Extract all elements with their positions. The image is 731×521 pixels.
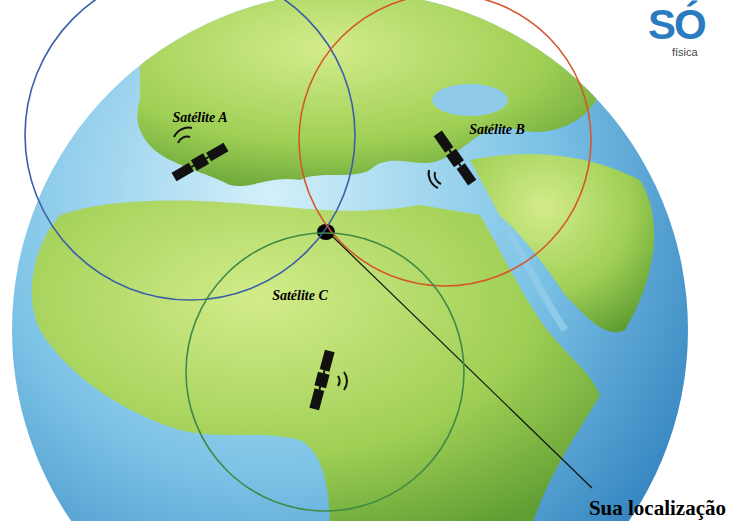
satellite-name: Satélite C [272, 288, 328, 304]
signal-waves [429, 170, 441, 188]
leader-line [330, 234, 592, 488]
red-sea [505, 225, 565, 330]
range-circle [25, 0, 355, 300]
satellite-range-circle: Satélite B [298, 0, 592, 287]
range-outline [24, 0, 356, 301]
range-circle [186, 233, 464, 511]
africa [32, 201, 600, 521]
signal-waves [174, 128, 192, 143]
satellite-icon [308, 349, 335, 410]
range-outline [185, 232, 465, 512]
satellite-name: Satélite A [172, 110, 227, 126]
satellite-range-circle: Satélite A [24, 0, 356, 301]
signal-waves [338, 372, 347, 390]
black-sea [432, 84, 508, 116]
satellite-range-circle: Satélite C [185, 232, 465, 512]
satellite-name: Satélite B [469, 122, 525, 138]
range-outline [298, 0, 592, 287]
logo-mark: SÓ [648, 4, 705, 46]
range-circle [299, 0, 591, 286]
satellite-icon [433, 130, 477, 186]
satellite-icon [171, 142, 229, 182]
location-label: Sua localização [589, 496, 726, 521]
middle-east [470, 154, 654, 332]
logo-subtitle: física [672, 46, 698, 58]
